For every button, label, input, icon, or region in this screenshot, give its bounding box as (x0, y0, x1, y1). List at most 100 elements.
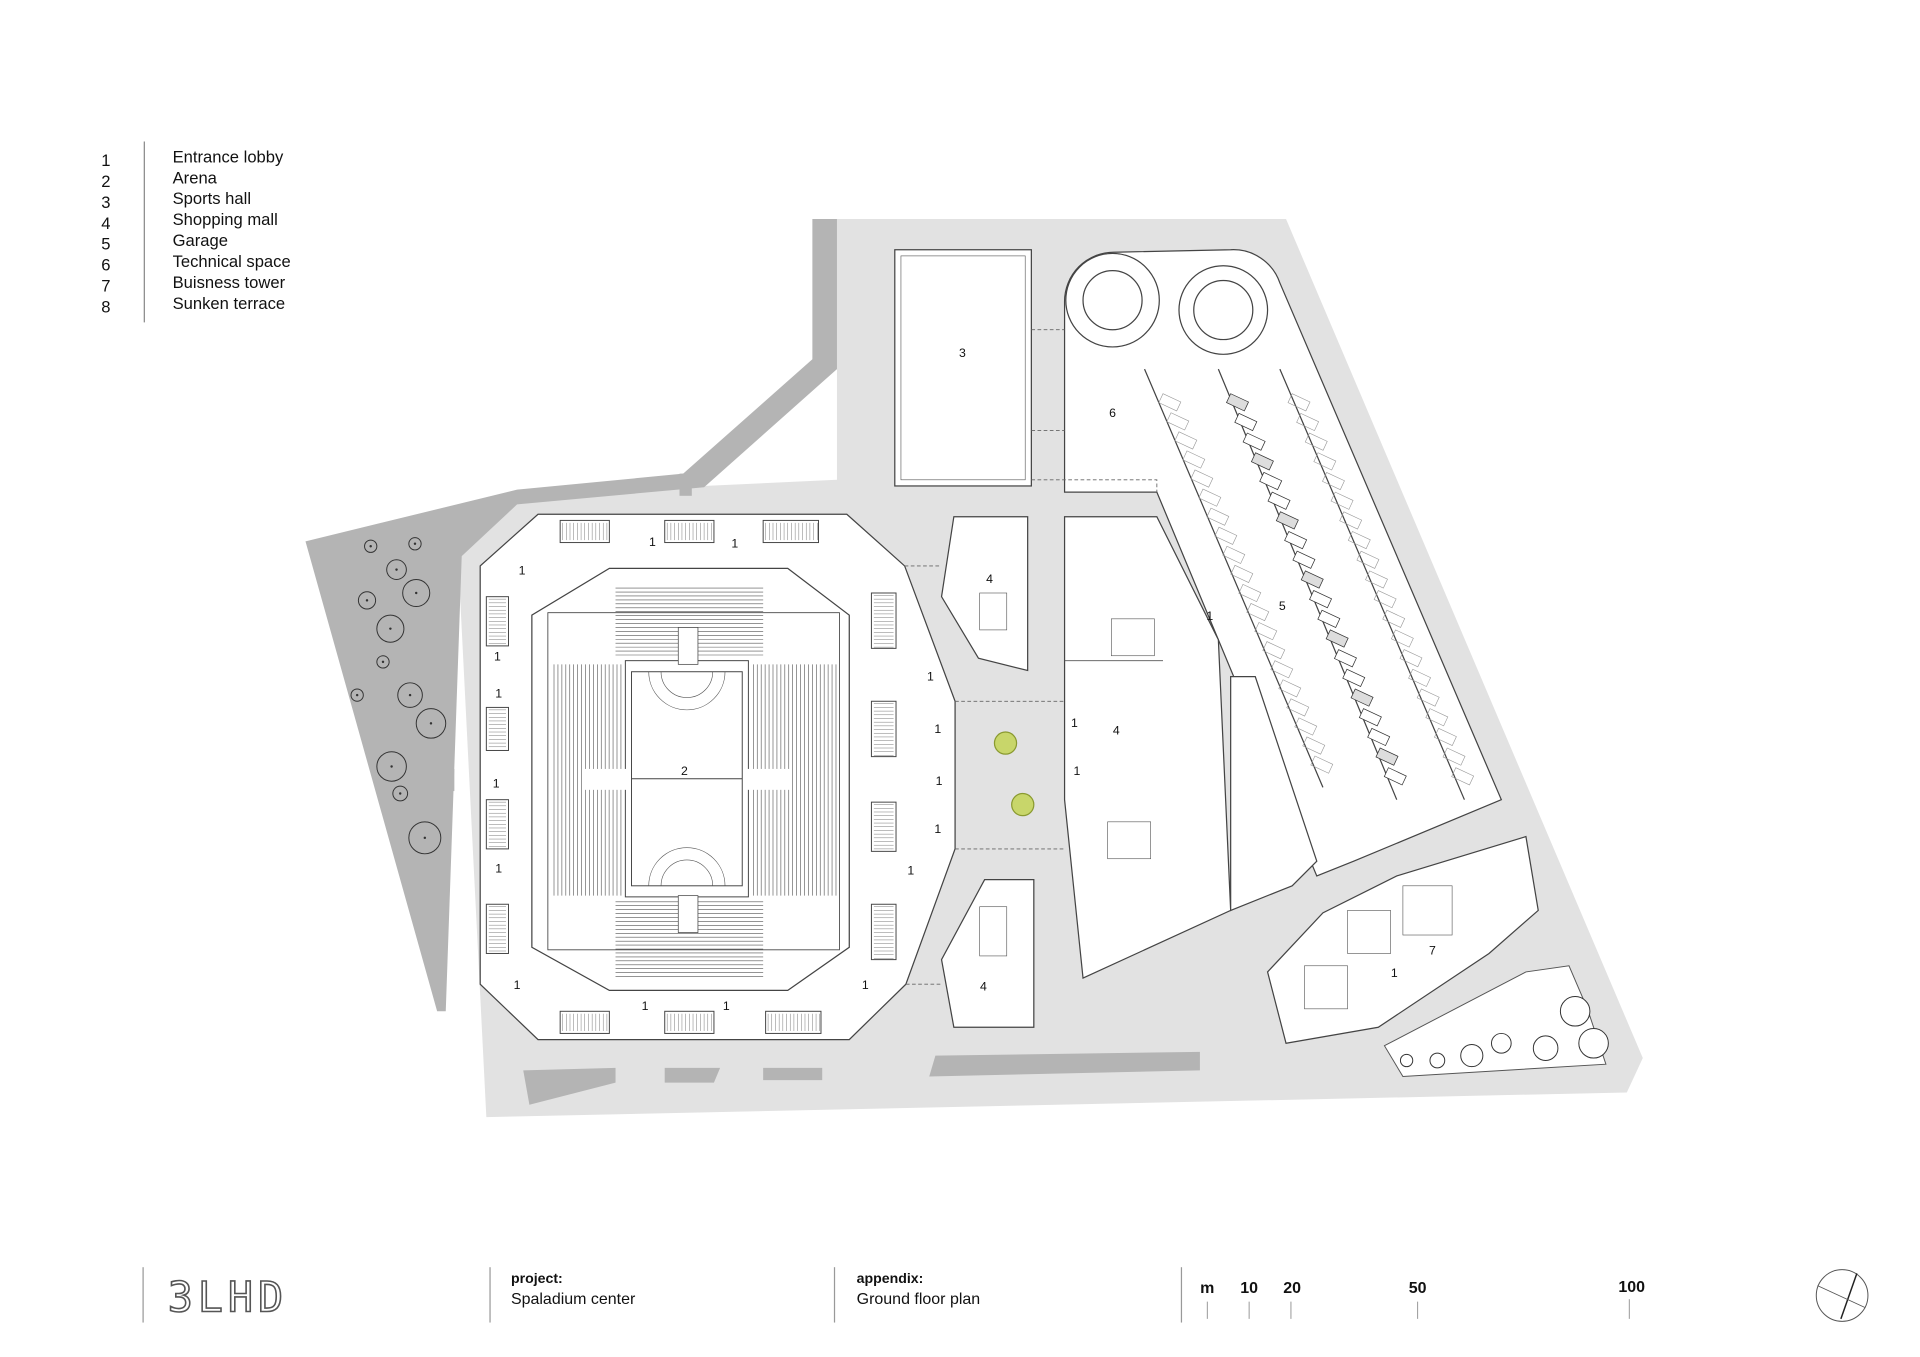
legend-number: 6 (101, 256, 110, 275)
shopping-mall-south (940, 879, 1035, 1028)
legend-number: 4 (101, 214, 110, 233)
legend-label: Technical space (173, 252, 291, 271)
legend-label: Shopping mall (173, 210, 278, 229)
parking-space (1309, 590, 1333, 609)
parking-space (1250, 452, 1274, 471)
tree-icon (415, 708, 447, 739)
legend-label: Garage (173, 231, 228, 250)
scale-tick-label: 20 (1283, 1280, 1301, 1297)
parking-space (1333, 649, 1357, 668)
parking-space (1284, 530, 1308, 550)
shopping-mall-strip (1230, 676, 1318, 912)
parking-space (1367, 727, 1391, 747)
sports-hall (894, 249, 1032, 487)
landscape-notch (437, 768, 455, 792)
parking-space (1292, 550, 1316, 569)
room-label: 1 (1073, 764, 1080, 778)
scale-tick-label: 10 (1240, 1280, 1258, 1297)
landscape-strip-1 (523, 1067, 616, 1105)
parking-space (1259, 471, 1283, 491)
room-label: 1 (494, 650, 501, 664)
legend-number: 1 (101, 151, 110, 170)
parking-space (1226, 393, 1249, 412)
parking-space (1325, 629, 1349, 648)
room-label: 1 (862, 978, 869, 992)
title-block: 3LHD project: Spaladium center appendix:… (142, 1267, 1869, 1323)
tree-icon (392, 785, 409, 802)
tree-icon (350, 688, 364, 702)
legend-number: 2 (101, 172, 110, 191)
legend-number: 5 (101, 235, 110, 254)
legend-label: Arena (173, 168, 218, 187)
parking-space (1242, 432, 1266, 451)
stair-core (762, 519, 820, 544)
appendix-heading: appendix: (857, 1270, 924, 1286)
room-label: 7 (1429, 944, 1436, 958)
tower-cores (1304, 885, 1453, 1010)
room-label: 1 (723, 999, 730, 1013)
landscape-strip (679, 473, 692, 496)
tree-icon (364, 539, 378, 553)
tree-icon (1532, 1035, 1559, 1061)
fountain-south (1011, 792, 1035, 817)
legend-label: Buisness tower (173, 273, 286, 292)
arena-building (479, 513, 956, 1041)
tree-icon (1490, 1032, 1512, 1054)
trees (350, 537, 447, 855)
fountain-north (993, 731, 1018, 755)
room-label: 1 (519, 564, 526, 578)
room-label: 5 (1279, 599, 1286, 613)
landscape-strip-4 (929, 1051, 1200, 1077)
room-label: 2 (681, 764, 688, 778)
room-label: 1 (731, 536, 738, 550)
parking-space (1317, 609, 1341, 628)
logo-3lhd: 3LHD (168, 1272, 288, 1321)
room-label: 1 (1206, 609, 1213, 623)
room-labels: 1 1 1 1 1 1 1 1 1 1 1 1 1 1 1 1 1 1 1 1 … (493, 346, 1436, 1013)
room-label: 3 (959, 346, 966, 360)
tree-icon (1578, 1028, 1609, 1059)
legend-number: 3 (101, 193, 110, 212)
legend: 1 Entrance lobby 2 Arena 3 Sports hall 4 Shoppi… (101, 141, 291, 323)
room-label: 1 (934, 822, 941, 836)
parking-space (1234, 412, 1258, 432)
stair-core (870, 592, 897, 649)
tree-icon (357, 591, 377, 610)
legend-label: Sunken terrace (173, 294, 286, 313)
parking-space (1300, 570, 1324, 589)
room-label: 1 (649, 535, 656, 549)
tree-icon (397, 682, 423, 708)
tree-icon (1460, 1044, 1484, 1068)
legend-label: Sports hall (173, 189, 251, 208)
legend-label: Entrance lobby (173, 147, 284, 166)
tree-icon (1429, 1052, 1446, 1069)
scale-tick-label: 100 (1618, 1279, 1645, 1296)
tree-icon (376, 751, 407, 782)
tree-icon (376, 655, 390, 669)
parking-space (1275, 511, 1299, 530)
tree-icon (408, 537, 422, 551)
mall-details (904, 565, 1163, 985)
tree-icon (408, 821, 442, 855)
landscape-strip-2 (664, 1067, 721, 1083)
room-label: 1 (907, 864, 914, 878)
landscape-strip-3 (763, 1067, 823, 1081)
room-label: 1 (1391, 966, 1398, 980)
room-label: 1 (936, 774, 943, 788)
room-label: 1 (495, 861, 502, 875)
legend-number: 8 (101, 297, 110, 316)
appendix-value: Ground floor plan (857, 1291, 981, 1308)
room-label: 4 (986, 572, 993, 586)
parking-space (1383, 767, 1407, 786)
business-tower (1266, 835, 1539, 1044)
stair-core (765, 1010, 822, 1034)
garage-building (1031, 249, 1503, 877)
tree-icon (1559, 996, 1591, 1027)
room-label: 1 (642, 999, 649, 1013)
room-label: 1 (927, 669, 934, 683)
parking-space (1342, 668, 1366, 688)
scale-tick-label: 50 (1409, 1280, 1427, 1297)
parking-space (1375, 747, 1399, 766)
room-label: 1 (934, 722, 941, 736)
